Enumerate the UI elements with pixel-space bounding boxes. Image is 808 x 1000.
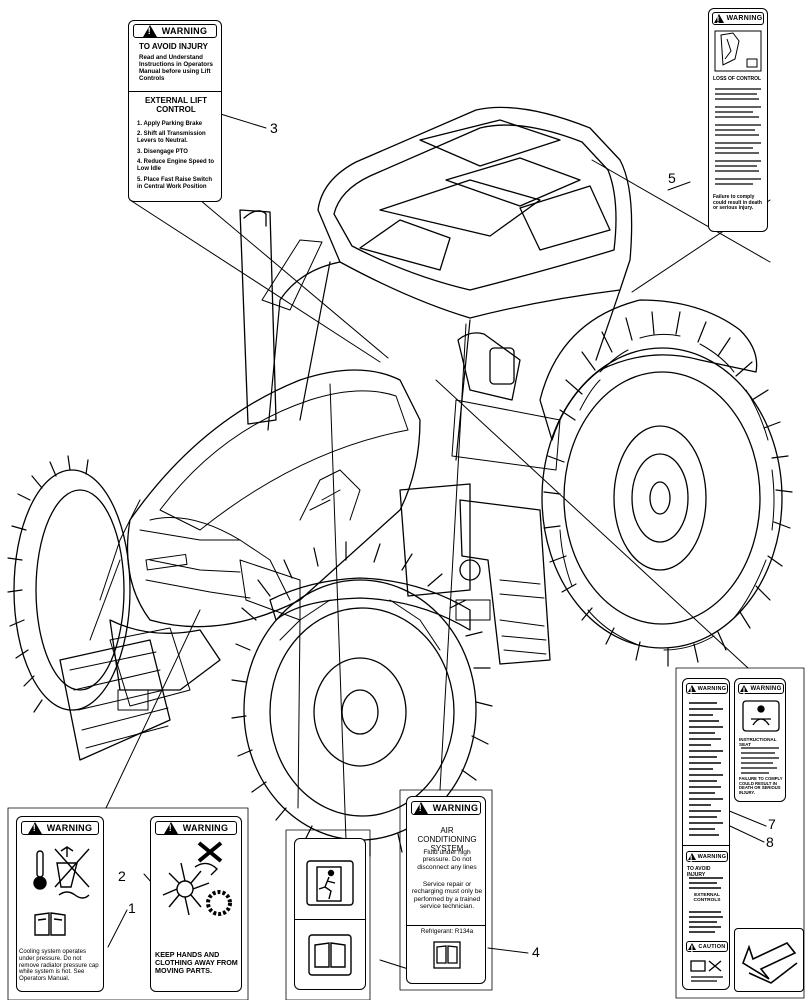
sub-warning-header: WARNING: [686, 851, 728, 864]
step-5: 5. Place Fast Raise Switch in Central Wo…: [137, 177, 213, 190]
front-weights: [59, 627, 191, 761]
callout-5: 5: [668, 170, 676, 186]
tractor-tow-icon: [714, 30, 762, 72]
decal-loss-of-control: WARNING LOSS OF CONTROL Failure to compl…: [708, 8, 768, 232]
manual-book-icon: [308, 934, 352, 976]
decal-title: INSTRUCTIONAL SEAT: [739, 737, 777, 748]
decal-body: KEEP HANDS AND CLOTHING AWAY FROM MOVING…: [155, 950, 238, 976]
hot-steam-icon: [33, 846, 90, 899]
rear-right-tire: [541, 311, 793, 667]
caution-label: CAUTION: [698, 943, 726, 950]
step-1: 1. Apply Parking Brake: [137, 121, 203, 127]
fan-hand-icon: [162, 841, 232, 916]
sub-title: TO AVOID INJURY: [687, 866, 711, 878]
warning-label: WARNING: [697, 685, 727, 692]
warning-label: WARNING: [46, 823, 93, 833]
front-left-tire: [7, 455, 131, 713]
divider: [129, 91, 221, 92]
decal-body: FAILURE TO COMPLY COULD RESULT IN DEATH …: [739, 776, 783, 796]
manual-book-icon: [433, 941, 461, 969]
decal-line-1: Fluid under high pressure. Do not discon…: [417, 849, 477, 871]
caution-triangle-icon: [688, 943, 697, 954]
callout-3: 3: [270, 120, 278, 136]
warning-label: WARNING: [697, 853, 727, 860]
step-2: 2. Shift all Transmission Levers to Neut…: [137, 131, 206, 144]
decal-body: Cooling system operates under pressure. …: [19, 948, 99, 983]
decal-heading: EXTERNAL LIFT CONTROL: [144, 96, 208, 114]
divider: [407, 925, 485, 926]
callout-1: 1: [128, 900, 136, 916]
warning-triangle-icon: [27, 822, 42, 834]
decal-instructional-seat: WARNING INSTRUCTIONAL SEAT FAILURE TO CO…: [734, 678, 786, 802]
warning-header: WARNING: [686, 683, 728, 696]
decal-external-lift-control: WARNING TO AVOID INJURY Read and Underst…: [128, 20, 222, 202]
sub-heading: EXTERNAL CONTROLS: [693, 893, 721, 904]
callout-4: 4: [532, 944, 540, 960]
decal-title: AIR CONDITIONING SYSTEM: [417, 826, 477, 853]
fine-print-lines: [689, 702, 723, 836]
warning-label: WARNING: [750, 685, 782, 692]
warning-triangle-icon: [142, 25, 157, 37]
nav-arrow-icon: [742, 942, 798, 984]
warning-header: WARNING: [712, 12, 764, 25]
warning-header: WARNING: [133, 24, 217, 38]
fine-print-lines: [689, 911, 723, 933]
fine-print-lines: [715, 88, 761, 185]
warning-header: WARNING: [155, 821, 237, 835]
hood: [89, 369, 421, 691]
step-4: 4. Reduce Engine Speed to Low Idle: [137, 159, 215, 172]
warning-triangle-icon: [687, 853, 696, 864]
callout-8: 8: [766, 834, 774, 850]
cab: [239, 106, 758, 471]
front-fender: [239, 559, 471, 631]
decal-moving-parts: WARNING KEEP HANDS AND CLOTHING AWAY FRO…: [150, 816, 242, 992]
emergency-exit-icon: [306, 860, 354, 906]
steps: [399, 483, 551, 665]
battery-icon: [690, 960, 723, 982]
warning-triangle-icon: [413, 802, 428, 814]
warning-triangle-icon: [740, 685, 749, 696]
warning-header: WARNING: [411, 801, 481, 815]
divider: [683, 845, 729, 846]
warning-label: WARNING: [726, 15, 763, 22]
callout-2: 2: [118, 868, 126, 884]
manual-book-icon: [34, 912, 66, 936]
decal-body: Read and Understand Instructions in Oper…: [139, 54, 213, 82]
callout-7: 7: [768, 816, 776, 832]
warning-label: WARNING: [182, 823, 229, 833]
decal-title: LOSS OF CONTROL: [713, 76, 762, 82]
warning-header: WARNING: [738, 683, 784, 696]
decal-air-conditioning: WARNING AIR CONDITIONING SYSTEM Fluid un…: [406, 796, 486, 984]
decal-title: TO AVOID INJURY: [139, 42, 208, 51]
decal-emergency-exit: [294, 838, 366, 990]
divider: [295, 919, 365, 920]
fine-print-lines: [741, 747, 779, 774]
fine-print-lines: [689, 877, 723, 889]
warning-header: WARNING: [21, 821, 99, 835]
seat-icon: [742, 700, 780, 732]
warning-triangle-icon: [163, 822, 178, 834]
decal-cooling-system: WARNING Cooling system operates under pr…: [16, 816, 104, 992]
warning-triangle-icon: [687, 685, 696, 696]
warning-triangle-icon: [713, 14, 724, 25]
refrigerant-label: Refrigerant: R134a: [420, 928, 474, 935]
caution-header: CAUTION: [686, 941, 728, 954]
warning-label: WARNING: [161, 26, 208, 36]
decal-instruction-strip: WARNING WARNING TO AVOID INJURY EXTERNAL…: [682, 678, 730, 990]
nav-arrow-button[interactable]: [734, 928, 804, 992]
decal-line-2: Service repair or recharging must only b…: [411, 881, 483, 911]
warning-label: WARNING: [432, 803, 479, 813]
step-3: 3. Disengage PTO: [137, 149, 188, 155]
decal-body: Failure to comply could result in death …: [713, 194, 762, 212]
